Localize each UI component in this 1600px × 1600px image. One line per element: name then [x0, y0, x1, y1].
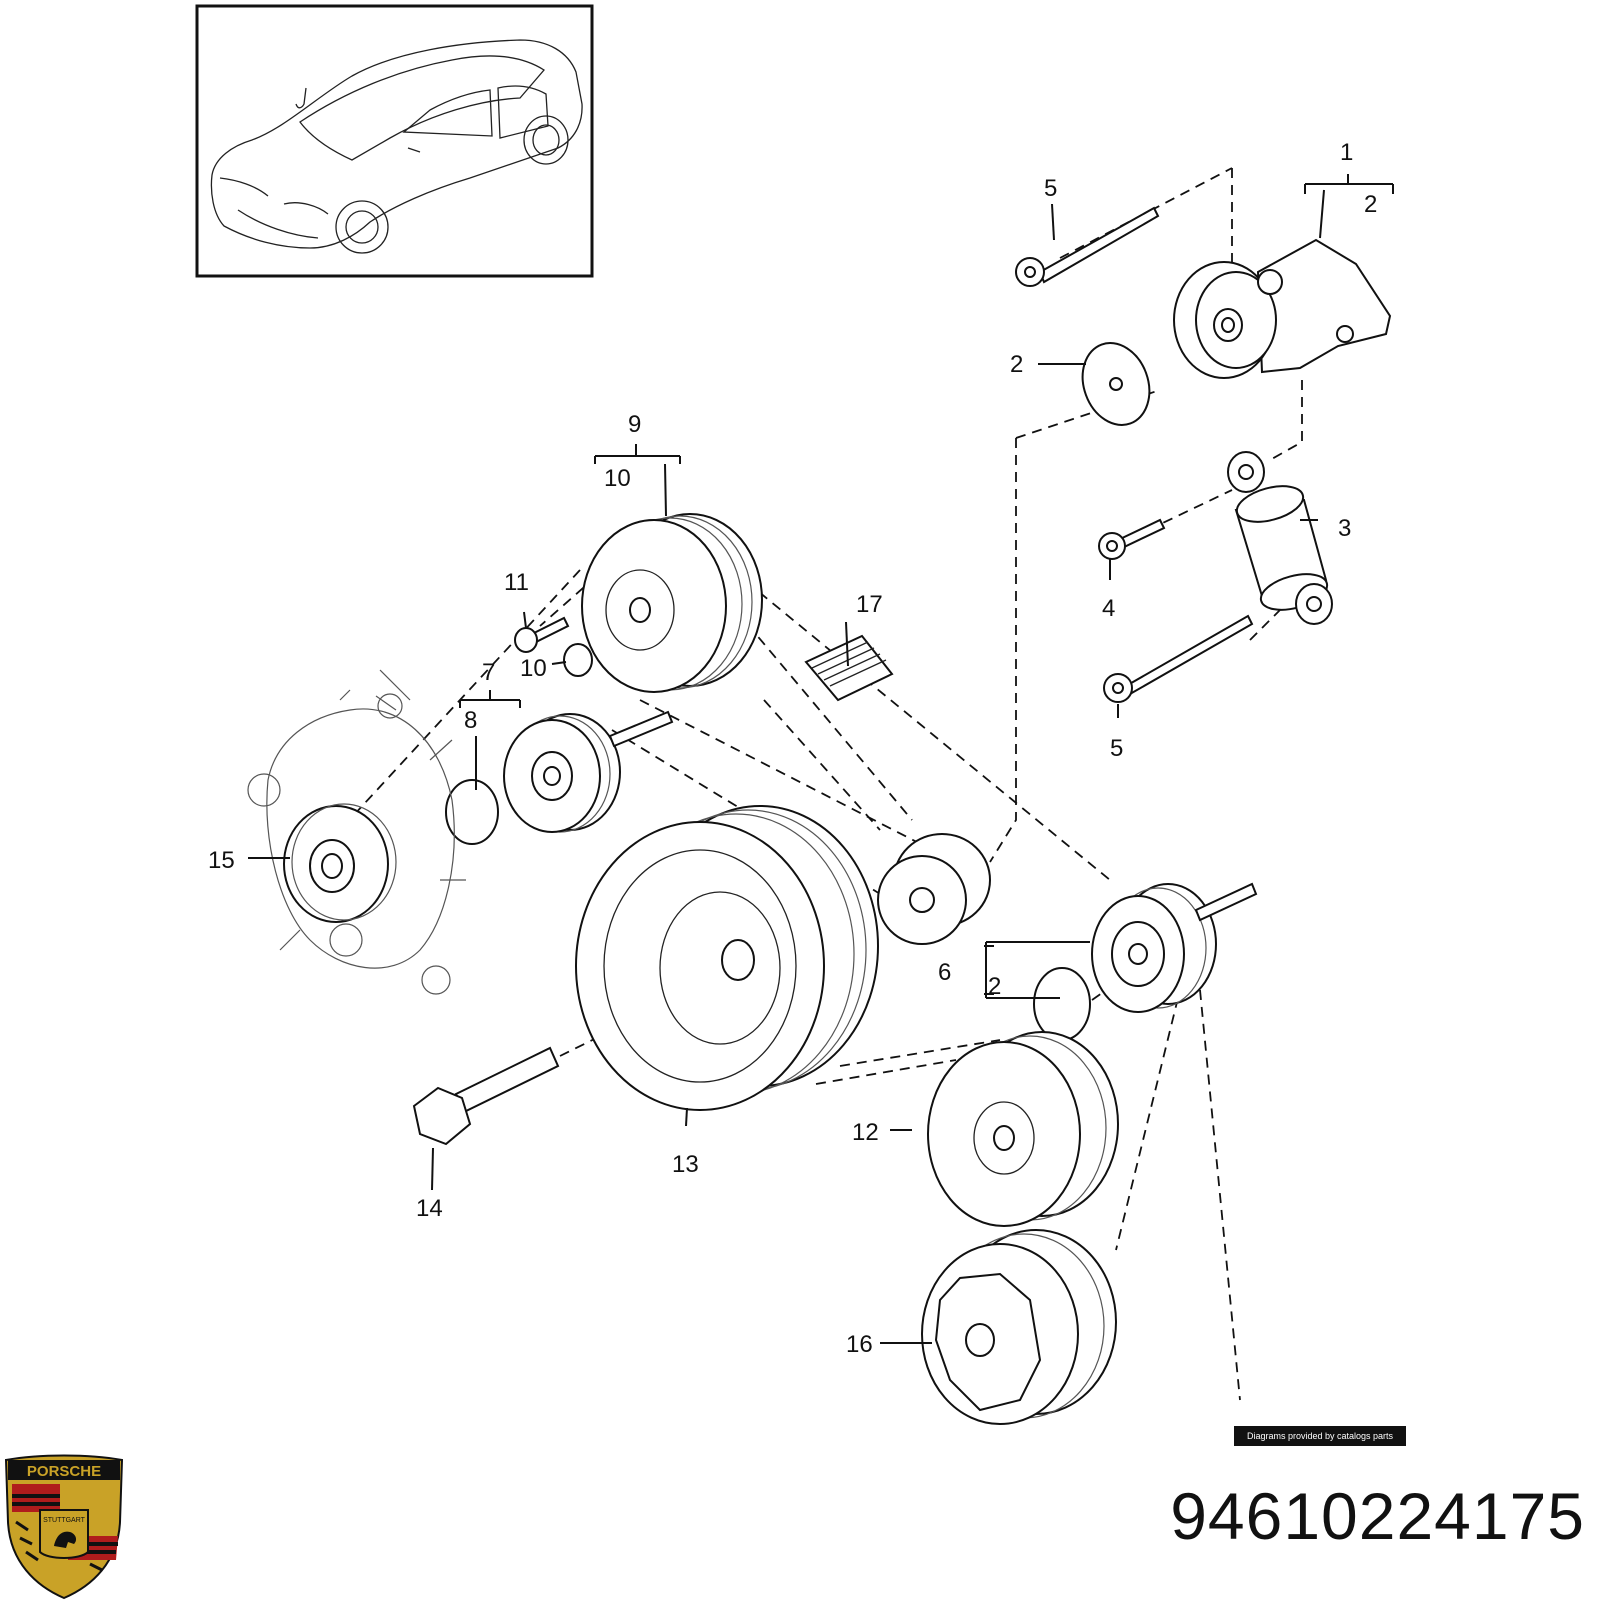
porsche-crest-logo: PORSCHE STUTTGART: [4, 1454, 124, 1600]
callout-11: 11: [504, 569, 529, 596]
callout-9: 9: [628, 411, 641, 438]
idler-pulley-7: [503, 710, 674, 833]
bolt-upper: [1015, 206, 1160, 287]
callout-17: 17: [856, 591, 883, 618]
callout-16: 16: [846, 1331, 873, 1358]
callout-10: 10: [604, 465, 631, 492]
callout-6: 6: [938, 959, 951, 986]
poly-v-belt-17: [804, 634, 894, 702]
car-illustration: [210, 39, 583, 254]
bolt-11: [514, 616, 570, 653]
alternator-15: [247, 669, 466, 995]
callout-5: 5: [1044, 175, 1057, 202]
callout-labels: 1 2 5 2 9 10 3 11 17 4 10 7 8 5 15 6 2 1…: [208, 139, 1377, 1358]
crank-bolt-14: [412, 1046, 560, 1146]
callout-2: 2: [1010, 351, 1023, 378]
bolt-lower: [1103, 614, 1254, 703]
callout-4: 4: [1102, 595, 1115, 622]
leader-lines: [248, 174, 1394, 1344]
belt-tensioner-damper: [1227, 451, 1333, 625]
callout-15: 15: [208, 847, 235, 874]
callout-13: 13: [672, 1151, 699, 1178]
smooth-idler: [877, 833, 991, 945]
dust-cap-upper: [1081, 342, 1151, 426]
vehicle-inset: [195, 4, 594, 278]
callout-14: 14: [416, 1195, 443, 1222]
svg-text:PORSCHE: PORSCHE: [27, 1463, 101, 1480]
dust-cap-lower: [1033, 967, 1091, 1041]
pulley-12: [927, 1031, 1119, 1227]
callout-7: 7: [482, 659, 495, 686]
dust-cap-8: [445, 779, 499, 845]
callout-1: 1: [1340, 139, 1353, 166]
bolt-damper: [1098, 518, 1166, 560]
cap-10: [563, 643, 593, 677]
compressor-pulley-16: [921, 1229, 1117, 1425]
idler-pulley-6: [1091, 882, 1258, 1013]
callout-3: 3: [1338, 515, 1351, 542]
crankshaft-pulley-13: [575, 805, 879, 1111]
callout-2: 2: [1364, 191, 1377, 218]
tensioner-assembly: [1173, 238, 1392, 379]
svg-text:STUTTGART: STUTTGART: [43, 1517, 86, 1524]
callout-2: 2: [988, 973, 1001, 1000]
callout-12: 12: [852, 1119, 879, 1146]
callout-8: 8: [464, 707, 477, 734]
callout-5: 5: [1110, 735, 1123, 762]
callout-10: 10: [520, 655, 547, 682]
part-number: 94610224175: [1170, 1479, 1585, 1553]
credit-badge: Diagrams provided by catalogs parts: [1234, 1426, 1406, 1446]
pulley-9: [581, 513, 763, 693]
